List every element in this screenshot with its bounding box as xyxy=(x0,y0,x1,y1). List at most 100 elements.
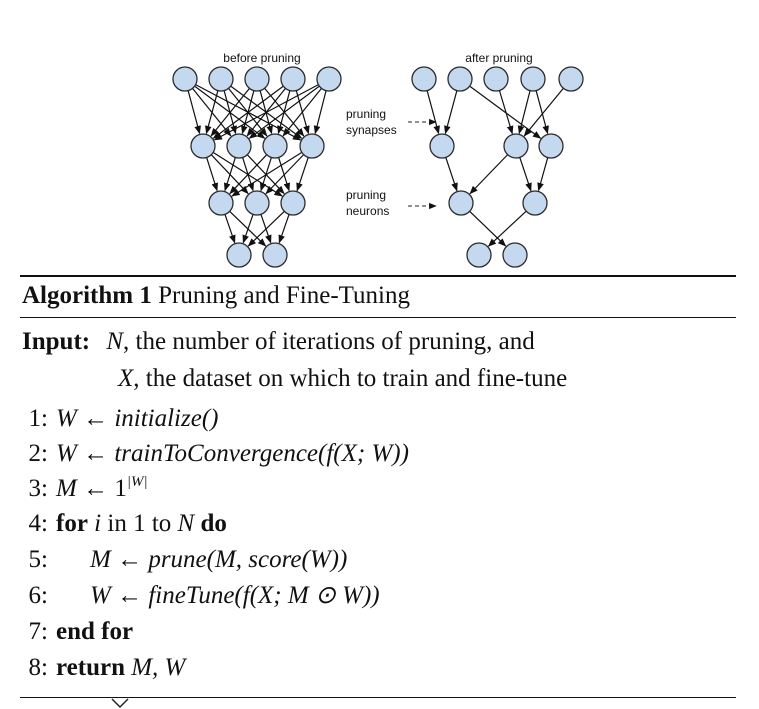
step-number: 8: xyxy=(28,654,48,681)
neuron-after-pruning xyxy=(558,66,584,92)
loop-bound: N xyxy=(177,510,195,537)
step-arrow: ← xyxy=(117,546,143,573)
algorithm-step: 1:W ← initialize() xyxy=(0,404,219,434)
synapse-edge xyxy=(224,214,236,244)
step-number: 5: xyxy=(28,546,48,573)
algorithm-title: Pruning and Fine-Tuning xyxy=(158,282,410,309)
synapse-edge xyxy=(469,85,542,139)
step-lhs: M xyxy=(90,546,111,573)
neuron-before-pruning xyxy=(299,133,325,159)
neuron-before-pruning xyxy=(280,190,306,216)
neuron-before-pruning xyxy=(316,66,342,92)
synapse-edge xyxy=(231,151,303,197)
edges-after-pruning xyxy=(426,85,564,247)
algorithm-step: 5: M ← prune(M, score(W)) xyxy=(0,545,348,575)
input-line-2: X, the dataset on which to train and fin… xyxy=(118,364,567,394)
step-rhs: initialize() xyxy=(114,405,219,432)
synapse-edge xyxy=(444,90,458,135)
annotation-pruning-neurons-2: neurons xyxy=(346,204,389,218)
synapse-edge xyxy=(523,87,564,137)
algorithm-bottom-rule xyxy=(20,697,736,698)
step-lhs: M xyxy=(56,475,77,502)
synapse-edge xyxy=(278,214,290,244)
neuron-after-pruning xyxy=(448,190,474,216)
synapse-edge xyxy=(445,157,458,192)
chevron-down-icon xyxy=(111,698,129,709)
neuron-after-pruning xyxy=(466,242,492,268)
step-lhs: W xyxy=(56,440,77,467)
synapse-edge xyxy=(469,154,509,195)
neuron-before-pruning xyxy=(172,66,198,92)
synapse-edge xyxy=(242,214,254,244)
synapse-edge xyxy=(229,154,268,195)
synapse-edge xyxy=(187,90,201,135)
neuron-after-pruning xyxy=(538,133,564,159)
neuron-before-pruning xyxy=(190,133,216,159)
neuron-before-pruning xyxy=(244,190,270,216)
synapse-edge xyxy=(282,87,322,137)
loop-var: i xyxy=(94,510,102,537)
synapse-edge xyxy=(519,157,532,192)
edges-before-pruning xyxy=(187,84,327,247)
step-rhs: prune(M, score(W)) xyxy=(148,546,348,573)
synapse-edge xyxy=(487,210,527,247)
neuron-before-pruning xyxy=(226,242,252,268)
neuron-after-pruning xyxy=(520,66,546,92)
synapse-edge xyxy=(278,157,291,192)
step-rhs: trainToConvergence(f(X; W)) xyxy=(114,440,409,467)
algorithm-step: 6: W ← fineTune(f(X; M ⊙ W)) xyxy=(0,581,380,611)
keyword-for: for xyxy=(56,510,88,537)
synapse-edge xyxy=(265,154,305,195)
input-line-1: Input: N, the number of iterations of pr… xyxy=(22,327,535,357)
step-rhs: fineTune(f(X; M ⊙ W)) xyxy=(148,582,380,609)
annotation-pruning-synapses-2: synapses xyxy=(346,123,397,137)
loop-text: in 1 to xyxy=(101,510,178,537)
neuron-before-pruning xyxy=(208,190,234,216)
synapse-edge xyxy=(213,84,319,141)
step-arrow: ← xyxy=(117,582,143,609)
label-after-pruning: after pruning xyxy=(465,51,532,65)
step-number: 3: xyxy=(28,475,48,502)
neuron-before-pruning xyxy=(262,242,288,268)
synapse-edge xyxy=(206,157,219,192)
step-number: 6: xyxy=(28,582,48,609)
step-number: 4: xyxy=(28,510,48,537)
synapse-edge xyxy=(426,90,440,135)
algorithm-step: 8: return M, W xyxy=(0,653,186,683)
step-number: 7: xyxy=(28,618,48,645)
synapse-edge xyxy=(537,157,549,192)
algorithm-top-rule xyxy=(20,275,736,277)
input-label: Input: xyxy=(22,328,91,355)
step-number: 2: xyxy=(28,440,48,467)
synapse-edge xyxy=(535,90,549,135)
synapse-edge xyxy=(248,85,320,139)
return-values: M, W xyxy=(131,654,186,681)
algorithm-title-rule xyxy=(20,317,736,318)
step-lhs: W xyxy=(90,582,111,609)
keyword-return: return xyxy=(56,654,125,681)
label-before-pruning: before pruning xyxy=(223,51,300,65)
step-arrow: ← xyxy=(83,440,109,467)
algorithm-step: 4: for i in 1 to N do xyxy=(0,509,227,539)
input-var-x: X xyxy=(118,365,134,392)
synapse-edge xyxy=(517,90,531,135)
synapse-edge xyxy=(205,90,219,135)
keyword-do: do xyxy=(200,510,227,537)
annotation-pruning-synapses-1: pruning xyxy=(346,107,386,121)
neuron-after-pruning xyxy=(429,133,455,159)
neuron-after-pruning xyxy=(447,66,473,92)
pruning-diagram: before pruning after pruning pruning syn… xyxy=(172,51,584,268)
step-superscript: |W| xyxy=(126,474,148,490)
neuron-after-pruning xyxy=(503,133,529,159)
algorithm-label: Algorithm 1 xyxy=(22,282,152,309)
synapse-edge xyxy=(313,90,327,135)
input-text-2: , the dataset on which to train and fine… xyxy=(133,365,568,392)
algorithm-step: 3:M ← 1|W| xyxy=(0,474,148,507)
synapse-edge xyxy=(469,210,507,247)
network-nodes xyxy=(172,66,584,268)
synapse-edge xyxy=(212,85,284,139)
synapse-edge xyxy=(223,157,236,192)
neuron-before-pruning xyxy=(226,133,252,159)
neuron-after-pruning xyxy=(522,190,548,216)
neuron-before-pruning xyxy=(262,133,288,159)
